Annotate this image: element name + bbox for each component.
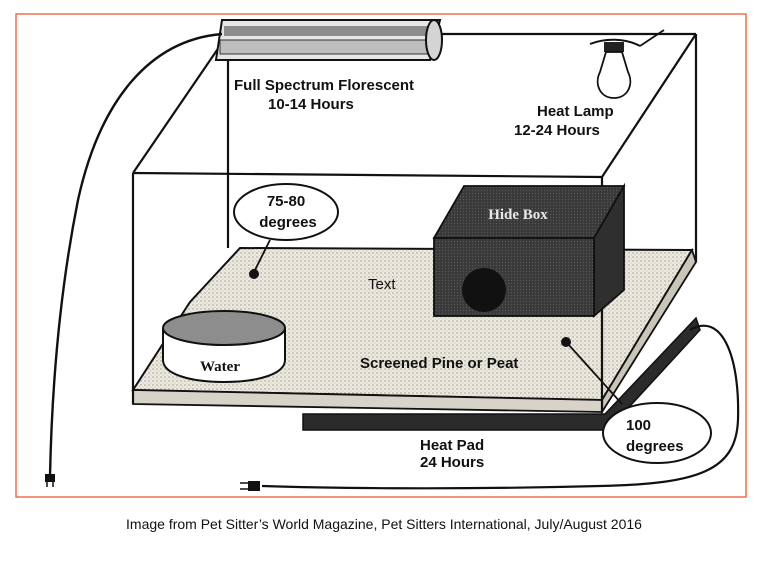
temp-left-line2: degrees xyxy=(259,214,317,231)
water-label: Water xyxy=(200,359,240,375)
floating-text-label: Text xyxy=(368,276,396,293)
glass-tank xyxy=(131,32,698,412)
hide-box-entrance xyxy=(462,268,506,312)
heat-pad-plug-icon xyxy=(240,481,260,491)
light-power-cord xyxy=(48,32,223,477)
heat-pad-label-line1: Heat Pad xyxy=(420,437,484,454)
light-label-line2: 10-14 Hours xyxy=(268,96,354,113)
hide-box xyxy=(432,182,626,318)
temp-left-line1: 75-80 xyxy=(267,193,305,210)
temp-right-line1: 100 xyxy=(626,417,651,434)
fluorescent-light xyxy=(214,19,443,61)
diagram-frame xyxy=(15,13,747,498)
temp-pointer-left xyxy=(253,239,271,273)
temp-right-line2: degrees xyxy=(626,438,684,455)
temp-callout-left xyxy=(233,183,339,241)
plug-icon xyxy=(45,474,55,487)
heat-pad-label-line2: 24 Hours xyxy=(420,454,484,471)
temp-pointer-right xyxy=(567,343,623,405)
image-caption: Image from Pet Sitter’s World Magazine, … xyxy=(126,516,642,532)
heat-lamp-bulb-icon xyxy=(589,29,665,99)
temp-pointer-right-dot xyxy=(561,337,571,347)
light-label-line1: Full Spectrum Florescent xyxy=(234,77,414,94)
hide-box-label: Hide Box xyxy=(488,207,548,223)
lamp-label-line1: Heat Lamp xyxy=(537,103,614,120)
temp-callout-right xyxy=(602,402,712,464)
heat-pad-power-cord xyxy=(261,324,740,490)
substrate-label: Screened Pine or Peat xyxy=(360,355,518,372)
heat-pad xyxy=(302,316,701,431)
temp-pointer-left-dot xyxy=(249,269,259,279)
water-dish xyxy=(162,310,286,384)
lamp-label-line2: 12-24 Hours xyxy=(514,122,600,139)
